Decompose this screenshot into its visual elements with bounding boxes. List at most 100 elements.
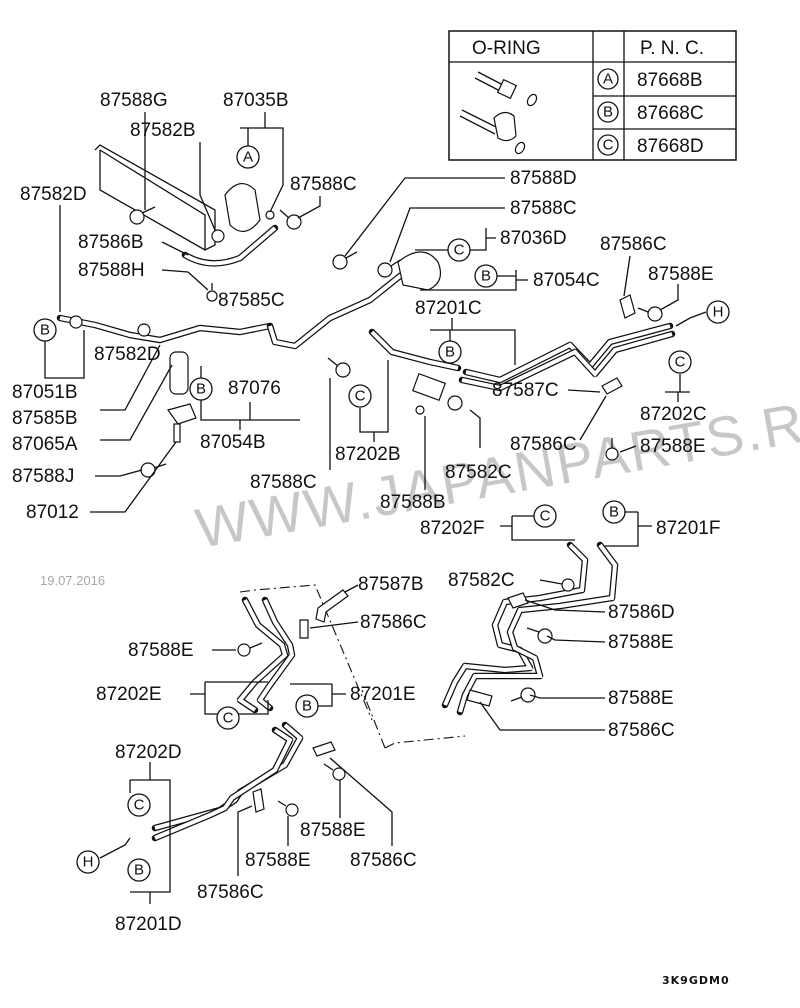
svg-text:B: B: [40, 322, 50, 339]
clamp-icon: [507, 592, 529, 609]
part-label[interactable]: 87201F: [656, 518, 720, 539]
bolt-icon: [510, 687, 536, 703]
part-label[interactable]: 87588E: [648, 264, 714, 285]
svg-text:C: C: [223, 710, 234, 727]
bolt-icon: [526, 627, 553, 644]
bolt-icon: [323, 763, 346, 781]
part-label[interactable]: 87202D: [115, 742, 182, 763]
bolt-icon: [129, 206, 156, 225]
part-label[interactable]: 87588B: [380, 492, 446, 513]
part-label[interactable]: 87201E: [350, 684, 416, 705]
part-label[interactable]: 87587B: [358, 574, 424, 595]
clamp-icon: [466, 689, 493, 707]
part-label[interactable]: 87586C: [360, 612, 427, 633]
clamp-icon: [601, 377, 623, 395]
callout-b-icon: B: [189, 377, 213, 401]
callout-c-icon: C: [348, 384, 372, 408]
pnc-value: 87668D: [637, 136, 704, 157]
oring-row-c: C 87668D: [597, 134, 704, 157]
part-label[interactable]: 87588J: [12, 466, 74, 487]
clamp-icon: [619, 294, 636, 319]
part-label[interactable]: 87201D: [115, 914, 182, 935]
part-label[interactable]: 87051B: [12, 382, 78, 403]
part-label[interactable]: 87588E: [608, 632, 674, 653]
part-label[interactable]: 87586B: [78, 232, 144, 253]
part-label[interactable]: 87012: [26, 502, 79, 523]
part-label[interactable]: 87588C: [250, 472, 317, 493]
callout-b-icon: B: [474, 264, 498, 288]
callout-b-icon: B: [438, 340, 462, 364]
pnc-value: 87668C: [637, 103, 704, 124]
letter-c-icon: C: [603, 137, 614, 154]
oring-table: O-RING P. N. C. A 87668B B 87668C C 8766…: [448, 30, 737, 161]
part-label[interactable]: 87586D: [608, 602, 675, 623]
part-label[interactable]: 87586C: [350, 850, 417, 871]
svg-text:A: A: [243, 149, 253, 166]
callout-c-icon: C: [668, 350, 692, 374]
bolt-icon: [327, 357, 351, 378]
svg-text:B: B: [445, 344, 455, 361]
part-label[interactable]: 87588E: [640, 436, 706, 457]
part-label[interactable]: 87201C: [415, 298, 482, 319]
part-label[interactable]: 87582C: [448, 570, 515, 591]
svg-text:H: H: [713, 304, 724, 321]
callout-b-icon: B: [127, 858, 151, 882]
bolt-icon: [332, 251, 358, 270]
diagram-code: 3K9GDM0: [662, 974, 730, 987]
part-label[interactable]: 87054B: [200, 432, 266, 453]
date-stamp: 19.07.2016: [40, 573, 105, 588]
part-label[interactable]: 87585B: [12, 408, 78, 429]
pressure-switch-icon: [167, 403, 197, 443]
receiver-drier-icon: [169, 351, 189, 395]
part-label[interactable]: 87587C: [492, 380, 559, 401]
svg-text:C: C: [675, 354, 686, 371]
part-label[interactable]: 87202C: [640, 404, 707, 425]
part-label[interactable]: 87582B: [130, 120, 196, 141]
oring-header: O-RING: [472, 38, 541, 59]
callout-h-icon: H: [76, 850, 100, 874]
part-label[interactable]: 87202B: [335, 444, 401, 465]
callout-a-icon: A: [236, 145, 260, 169]
part-label[interactable]: 87202F: [420, 518, 484, 539]
bolt-icon: [637, 306, 663, 322]
part-label[interactable]: 87588D: [510, 168, 577, 189]
part-label[interactable]: 87585C: [218, 290, 285, 311]
part-label[interactable]: 87588E: [245, 850, 311, 871]
part-label[interactable]: 87588E: [608, 688, 674, 709]
part-label[interactable]: 87588C: [290, 174, 357, 195]
part-label[interactable]: 87035B: [223, 90, 289, 111]
callout-h-icon: H: [706, 300, 730, 324]
svg-text:B: B: [134, 862, 144, 879]
part-label[interactable]: 87582C: [445, 462, 512, 483]
part-label[interactable]: 87582D: [94, 344, 161, 365]
clamp-icon: [312, 741, 336, 757]
clamp-icon: [299, 619, 309, 639]
bracket-icon: [397, 251, 441, 291]
part-label[interactable]: 87202E: [96, 684, 162, 705]
part-label[interactable]: 87036D: [500, 228, 567, 249]
clamp-icon: [69, 315, 83, 329]
part-label[interactable]: 87588C: [510, 198, 577, 219]
svg-text:B: B: [609, 504, 619, 521]
part-label[interactable]: 87586C: [197, 882, 264, 903]
part-label[interactable]: 87588E: [300, 820, 366, 841]
part-label[interactable]: 87054C: [533, 270, 600, 291]
part-label[interactable]: 87586C: [600, 234, 667, 255]
oring-illustration: [459, 71, 538, 155]
part-label[interactable]: 87065A: [12, 434, 78, 455]
svg-text:B: B: [481, 268, 491, 285]
part-label[interactable]: 87588H: [78, 260, 145, 281]
grommet-icon: [561, 578, 575, 592]
part-label[interactable]: 87076: [228, 378, 281, 399]
part-label[interactable]: 87586C: [510, 434, 577, 455]
part-label[interactable]: 87588E: [128, 640, 194, 661]
callout-c-icon: C: [447, 238, 471, 262]
callout-c-icon: C: [216, 706, 240, 730]
svg-text:B: B: [302, 698, 312, 715]
part-label[interactable]: 87588G: [100, 90, 168, 111]
bolt-icon: [377, 259, 401, 278]
part-label[interactable]: 87582D: [20, 184, 87, 205]
part-label[interactable]: 87586C: [608, 720, 675, 741]
